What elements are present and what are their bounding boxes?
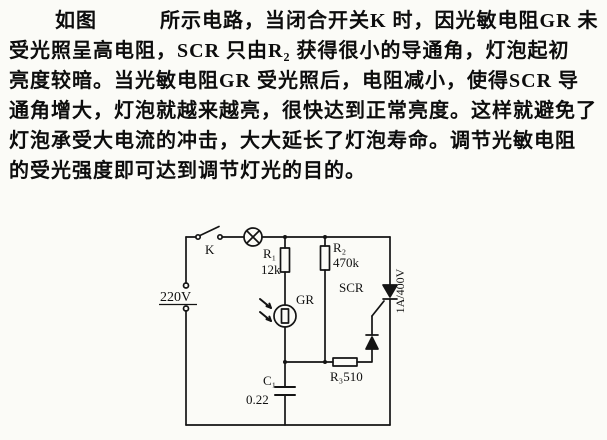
capacitor-c1 (274, 386, 296, 396)
paragraph-line: 通角增大，灯泡就越来越亮，很快达到正常亮度。这样就避免了 (9, 100, 597, 122)
label-r3: R₃510 (330, 369, 363, 384)
label-switch: K (205, 242, 215, 257)
paragraph-line: 如图 所示电路，当闭合开关K 时，因光敏电阻GR 未 (55, 10, 599, 32)
switch-k (194, 225, 224, 241)
label-scr: SCR (339, 280, 364, 295)
paragraph-line: 的受光强度即可达到调节灯光的目的。 (9, 160, 366, 182)
label-r2-name: R₂ (333, 240, 346, 255)
paragraph-line: 亮度较暗。当光敏电阻GR 受光照后，电阻减小，使得SCR 导 (9, 70, 580, 92)
description-paragraph: 如图 所示电路，当闭合开关K 时，因光敏电阻GR 未 受光照呈高电阻，SCR 只… (9, 6, 601, 186)
ac-source-terminals (182, 282, 190, 312)
light-arrows-icon (259, 298, 272, 322)
lamp-icon (243, 227, 263, 247)
resistor-r1 (279, 247, 291, 273)
label-c1-name: C₁ (263, 373, 276, 388)
resistor-r3 (332, 357, 358, 367)
label-gr: GR (296, 292, 314, 307)
label-voltage: 220V (160, 290, 191, 305)
label-r1-value: 12k (261, 262, 281, 277)
junction-dots (283, 235, 327, 364)
label-r1-name: R₁ (263, 246, 276, 261)
paragraph-line: 灯泡承受大电流的冲击，大大延长了灯泡寿命。调节光敏电阻 (9, 130, 576, 152)
diode-symbol (365, 334, 379, 350)
scr-symbol (371, 284, 398, 317)
wire-gate (284, 315, 373, 363)
label-c1-value: 0.22 (246, 392, 269, 407)
paragraph-line: 受光照呈高电阻，SCR 只由R₂ 获得很小的导通角，灯泡起初 (9, 40, 570, 62)
label-r2-value: 470k (333, 255, 360, 270)
label-scr-rating: 1A/400V (393, 268, 407, 313)
resistor-r2 (319, 245, 331, 271)
photoresistor-gr (273, 304, 297, 328)
